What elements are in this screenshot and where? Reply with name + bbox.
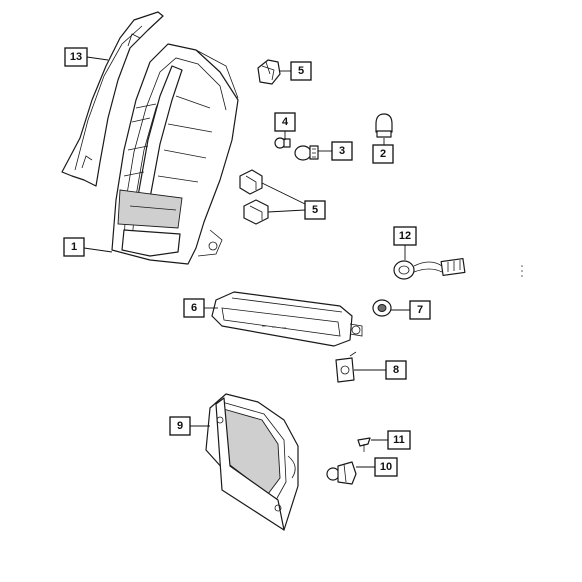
callout-7-label: 7 [417, 304, 423, 316]
part-3-bulb [294, 145, 319, 161]
callout-1-label: 1 [71, 241, 77, 253]
callout-7: 7 [409, 300, 431, 320]
callout-5-upper: 5 [290, 61, 312, 81]
part-11-push-pin [357, 437, 371, 452]
callout-3: 3 [331, 141, 353, 161]
part-5-socket-lower-b [243, 199, 269, 225]
callout-13-label: 13 [70, 51, 82, 63]
callout-11: 11 [387, 430, 411, 450]
callout-2: 2 [372, 144, 394, 164]
part-8-bracket [335, 351, 357, 383]
callout-8: 8 [385, 360, 407, 380]
part-6-stop-lamp [211, 291, 363, 347]
part-9-license-lamp [205, 393, 299, 531]
part-1-tail-lamp [111, 43, 239, 265]
part-5-socket-upper [257, 59, 281, 85]
callout-2-label: 2 [380, 148, 386, 160]
callout-4-label: 4 [282, 116, 289, 128]
part-12-socket-pigtail [393, 257, 466, 280]
callout-12: 12 [393, 226, 417, 246]
callout-13: 13 [64, 47, 88, 67]
callout-6-label: 6 [191, 302, 197, 314]
callout-3-label: 3 [339, 145, 345, 157]
part-13-trim-strip [61, 11, 164, 187]
callout-5-lower-label: 5 [312, 204, 318, 216]
part-5-socket-lower-a [239, 169, 263, 195]
callout-9: 9 [169, 416, 191, 436]
callout-10: 10 [374, 457, 398, 477]
callout-9-label: 9 [177, 420, 183, 432]
callout-10-label: 10 [380, 461, 392, 473]
part-10-bulb-socket [326, 461, 357, 485]
callout-6: 6 [183, 298, 205, 318]
part-4-bulb-small [274, 137, 291, 149]
edge-marks [521, 265, 523, 277]
leader-lines [83, 56, 410, 468]
callout-8-label: 8 [393, 364, 399, 376]
part-2-bulb [375, 113, 393, 138]
part-7-grommet [372, 299, 392, 317]
callout-12-label: 12 [399, 230, 411, 242]
callout-5-lower: 5 [304, 200, 326, 220]
callout-1: 1 [63, 237, 85, 257]
callout-5-upper-label: 5 [298, 65, 304, 77]
callout-4: 4 [274, 112, 296, 132]
callout-11-label: 11 [393, 434, 405, 446]
